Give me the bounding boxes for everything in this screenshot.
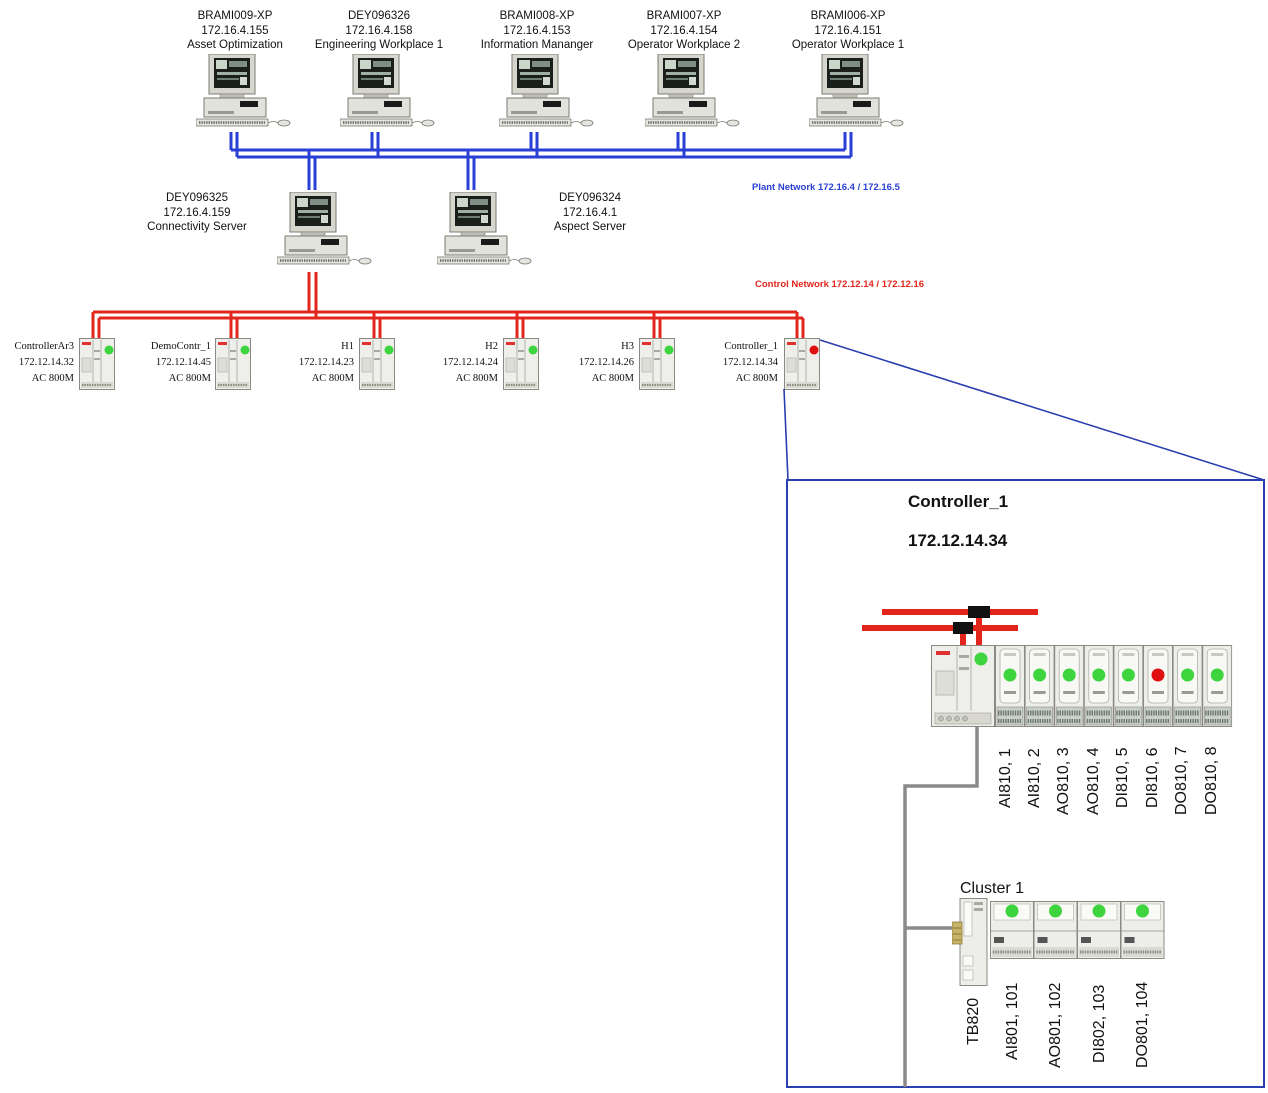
plant-network: [229, 132, 853, 190]
controller-icon[interactable]: [79, 338, 115, 390]
workstation-icon[interactable]: [809, 54, 907, 132]
cluster-module-status-led: [1092, 904, 1106, 918]
io-module[interactable]: [1114, 646, 1143, 727]
io-module[interactable]: [1144, 646, 1173, 727]
control-network: [91, 272, 805, 340]
detail-title: Controller_1: [908, 492, 1009, 511]
cluster-module-label: AI801, 101: [1004, 982, 1021, 1060]
io-module[interactable]: [1025, 646, 1054, 727]
detail-ip: 172.12.14.34: [908, 531, 1008, 550]
cluster-module-status-led: [1005, 904, 1019, 918]
io-module-status-led: [1062, 668, 1076, 682]
io-module-label: DO810, 8: [1203, 746, 1220, 815]
workstation-icon[interactable]: [499, 54, 597, 132]
controller-icon[interactable]: [359, 338, 395, 390]
cluster-module[interactable]: [990, 901, 1034, 959]
io-module-status-led: [1003, 668, 1017, 682]
zoom-callout: [783, 339, 1265, 481]
io-module-label: AO810, 4: [1085, 747, 1102, 815]
io-module-status-led: [1151, 668, 1165, 682]
cluster-module-label: DI802, 103: [1091, 984, 1108, 1063]
fieldbus-line: [903, 726, 979, 1087]
io-module[interactable]: [1055, 646, 1084, 727]
cluster-adapter-label: TB820: [965, 997, 982, 1045]
io-module[interactable]: [996, 646, 1025, 727]
detail-network-connection: [862, 606, 1038, 648]
io-module-status-led: [1033, 668, 1047, 682]
cluster-module-status-led: [1049, 904, 1062, 918]
control-network-label: Control Network 172.12.14 / 172.12.16: [755, 279, 924, 290]
cluster-module-label: AO801, 102: [1047, 982, 1064, 1068]
cluster-module[interactable]: [1033, 901, 1078, 959]
io-module-label: AO810, 3: [1055, 747, 1072, 815]
controller-icon[interactable]: [503, 338, 539, 390]
controller-detail-frame: [786, 479, 1265, 1088]
server-icon[interactable]: [437, 192, 535, 270]
workstation-icon[interactable]: [196, 54, 294, 132]
workstation-icon[interactable]: [645, 54, 743, 132]
cluster-module-label: DO801, 104: [1134, 981, 1151, 1068]
cluster-module[interactable]: [1077, 901, 1121, 959]
io-module-label: AI810, 1: [997, 748, 1014, 808]
workstation-icon[interactable]: [340, 54, 438, 132]
controller-icon[interactable]: [215, 338, 251, 390]
io-module[interactable]: [1203, 646, 1232, 727]
io-module-label: DI810, 5: [1114, 747, 1131, 808]
cluster-module-status-led: [1136, 904, 1149, 918]
io-module-label: AI810, 2: [1026, 748, 1043, 808]
cluster-title: Cluster 1: [960, 880, 1025, 897]
io-module-status-led: [1092, 668, 1106, 682]
controller-icon[interactable]: [639, 338, 675, 390]
controller-cpu-module[interactable]: [931, 645, 995, 727]
io-module-status-led: [1210, 668, 1224, 682]
io-module[interactable]: [1173, 646, 1202, 727]
cluster-module[interactable]: [1120, 901, 1165, 959]
server-icon[interactable]: [277, 192, 375, 270]
plant-network-label: Plant Network 172.16.4 / 172.16.5: [752, 182, 900, 193]
io-module-label: DO810, 7: [1173, 746, 1190, 815]
io-module-status-led: [1181, 668, 1195, 682]
io-module-status-led: [1121, 668, 1135, 682]
controller-icon[interactable]: [784, 338, 820, 390]
io-module[interactable]: [1084, 646, 1113, 727]
io-module-label: DI810, 6: [1144, 747, 1161, 808]
